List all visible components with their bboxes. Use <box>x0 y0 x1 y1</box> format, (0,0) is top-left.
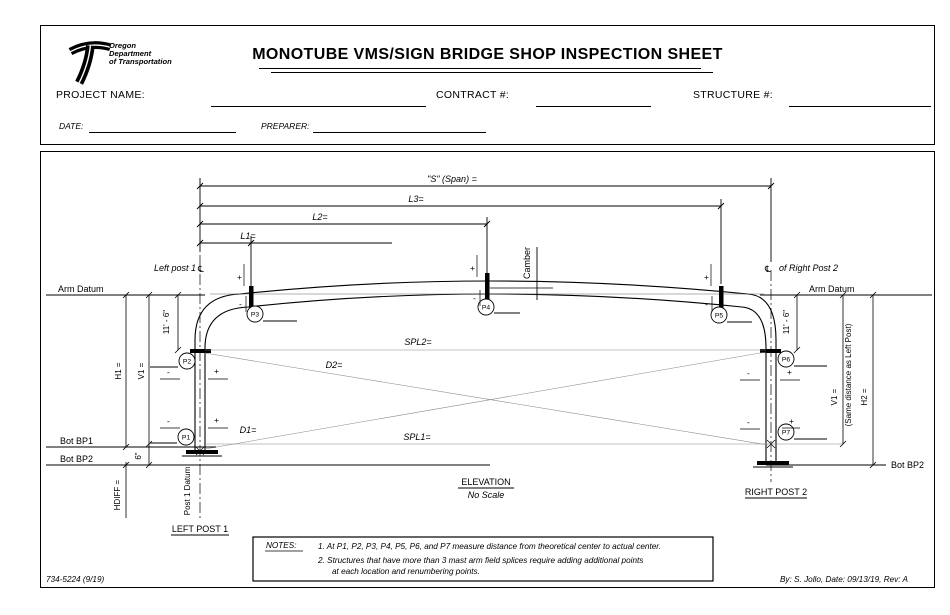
preparer-input-line[interactable] <box>313 132 486 134</box>
drawing-panel <box>40 151 935 588</box>
title-underline-2 <box>271 72 713 74</box>
structure-number-label: STRUCTURE #: <box>693 89 774 101</box>
agency-line-1: Oregon <box>109 41 137 50</box>
odot-logo <box>68 41 112 85</box>
project-name-label: PROJECT NAME: <box>56 89 145 101</box>
title-underline-1 <box>259 68 701 70</box>
sheet-title: MONOTUBE VMS/SIGN BRIDGE SHOP INSPECTION… <box>252 46 723 63</box>
agency-line-2: Department <box>109 49 152 59</box>
agency-name: Oregon Department of Transportation <box>109 41 172 67</box>
contract-number-input-line[interactable] <box>536 106 651 108</box>
preparer-label: PREPARER: <box>261 121 310 131</box>
structure-number-input-line[interactable] <box>789 106 931 108</box>
agency-line-3: of Transportation <box>109 57 172 67</box>
project-name-input-line[interactable] <box>211 106 426 108</box>
header-panel: Oregon Department of Transportation MONO… <box>40 25 935 145</box>
date-input-line[interactable] <box>89 132 236 134</box>
contract-number-label: CONTRACT #: <box>436 89 510 101</box>
date-label: DATE: <box>59 121 84 131</box>
